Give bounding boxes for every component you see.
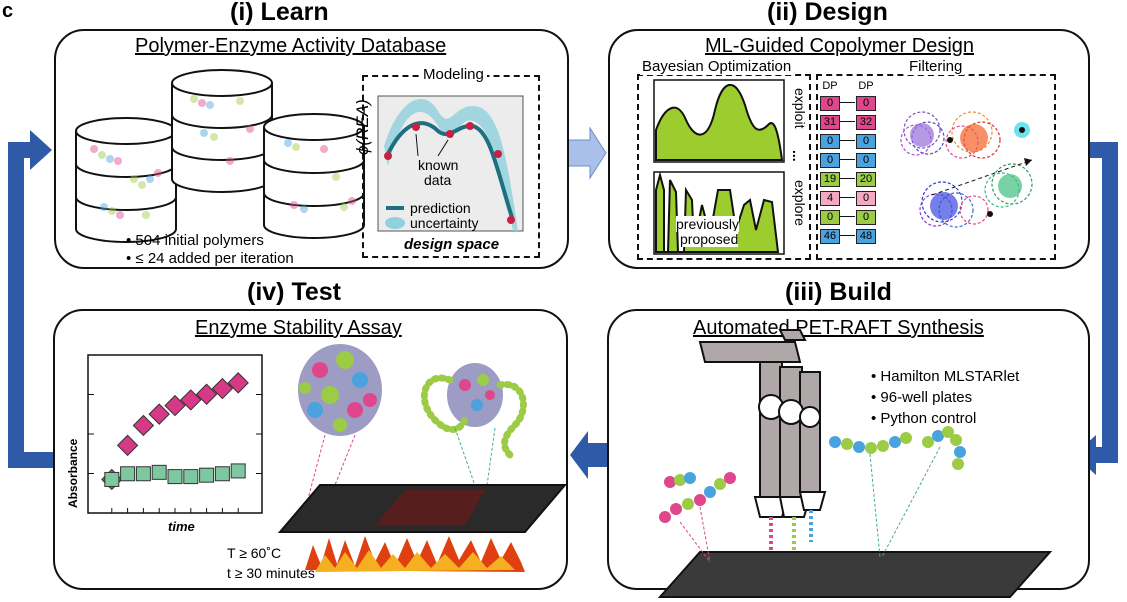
dp-arrow — [840, 140, 855, 141]
data-point-square — [199, 467, 215, 483]
data-point-square — [135, 466, 151, 482]
stabilized-enzyme — [420, 363, 527, 459]
modeling-title: Modeling — [420, 66, 487, 83]
dp-cell-right: 0 — [856, 134, 876, 149]
test-subtitle: Enzyme Stability Assay — [195, 317, 402, 339]
dp-cell-right: 0 — [856, 96, 876, 111]
chart-xlabel: time — [168, 519, 195, 534]
data-point-square — [151, 464, 167, 480]
learn-bullet-1: • 504 initial polymers — [126, 232, 264, 249]
robot-illustration — [657, 329, 1053, 598]
data-point-square — [167, 469, 183, 485]
learn-bullet-2: • ≤ 24 added per iteration — [126, 250, 294, 267]
data-point-square — [183, 469, 199, 485]
dp-cell-left: 31 — [820, 115, 840, 130]
dp-cell-right: 20 — [856, 172, 876, 187]
bayes-box — [637, 74, 811, 260]
dp-cell-left: 4 — [820, 191, 840, 206]
modeling-annotation-data: data — [424, 172, 452, 188]
dp-cell-left: 46 — [820, 229, 840, 244]
exploit-label: exploit — [792, 88, 808, 129]
dp-cell-right: 0 — [856, 210, 876, 225]
data-point-square — [120, 466, 136, 482]
database-icon — [75, 69, 365, 243]
aggregated-enzyme — [298, 344, 382, 436]
polymer-beads — [90, 95, 356, 219]
assay-chart — [87, 354, 263, 514]
known-data-point — [494, 150, 502, 158]
dp-cell-left: 0 — [820, 134, 840, 149]
build-well-plate — [657, 551, 1053, 598]
learn-subtitle: Polymer-Enzyme Activity Database — [135, 35, 447, 57]
dp-arrow — [840, 159, 855, 160]
dp-arrow — [840, 178, 855, 179]
dp-arrow — [840, 197, 855, 198]
previously-label: previously — [676, 216, 740, 232]
ellipsis-label: ... — [790, 150, 806, 162]
data-point-diamond — [195, 383, 218, 405]
filtering-clusters — [900, 111, 1033, 228]
build-phase-title: (iii) Build — [785, 278, 892, 306]
dp-arrow — [840, 235, 855, 236]
explore-label: explore — [792, 180, 808, 226]
data-point-diamond — [180, 389, 202, 411]
dp-arrow — [840, 216, 855, 217]
modeling-ylabel: ϕ(REA) — [353, 99, 372, 155]
dp-cell-right: 0 — [856, 153, 876, 168]
learn-phase-title: (i) Learn — [230, 0, 329, 26]
known-data-point — [384, 152, 392, 160]
polymer-chain-right — [829, 426, 966, 470]
proposed-label: proposed — [680, 231, 739, 247]
data-point-square — [214, 466, 230, 482]
data-point-diamond — [211, 377, 234, 400]
data-point-diamond — [116, 434, 139, 457]
design-phase-title: (ii) Design — [767, 0, 888, 26]
dp-header-right: DP — [856, 80, 876, 95]
dp-cell-right: 0 — [856, 191, 876, 206]
dp-cell-right: 48 — [856, 229, 876, 244]
modeling-annotation-known: known — [418, 157, 459, 173]
data-point-diamond — [227, 372, 249, 394]
modeling-xlabel: design space — [404, 236, 500, 253]
data-point-diamond — [148, 403, 170, 425]
design-subtitle: ML-Guided Copolymer Design — [705, 35, 975, 57]
figure-label: c — [2, 0, 14, 22]
build-bullet-2: • 96-well plates — [871, 389, 973, 406]
dp-cell-left: 0 — [820, 153, 840, 168]
filtering-box — [816, 74, 1056, 260]
known-data-point — [446, 130, 454, 138]
data-point-square — [104, 471, 120, 487]
database-icons — [75, 69, 365, 243]
polymer-chain-left — [659, 472, 736, 523]
dp-arrow — [840, 102, 855, 103]
dp-cell-right: 32 — [856, 115, 876, 130]
enzyme-illustrations — [277, 344, 568, 572]
dp-arrow — [840, 121, 855, 122]
dp-cell-left: 19 — [820, 172, 840, 187]
known-data-point — [466, 122, 474, 130]
legend-prediction: prediction — [410, 200, 471, 216]
build-subtitle: Automated PET-RAFT Synthesis — [693, 317, 984, 339]
dp-cell-left: 0 — [820, 96, 840, 111]
data-point-diamond — [164, 394, 186, 417]
data-point-diamond — [132, 414, 155, 437]
dp-header-left: DP — [820, 80, 840, 95]
dp-cell-left: 0 — [820, 210, 840, 225]
bayes-title: Bayesian Optimization — [640, 58, 794, 75]
chart-ylabel: Absorbance — [66, 438, 80, 508]
filtering-title: Filtering — [907, 58, 965, 75]
modeling-plot — [377, 95, 524, 232]
condition-time: t ≥ 30 minutes — [227, 565, 315, 581]
build-bullet-3: • Python control — [871, 410, 977, 427]
data-point-square — [230, 463, 246, 479]
legend-uncertainty: uncertainty — [410, 215, 479, 231]
dp-table: DP DP 0 0 31 32 0 0 0 0 19 20 4 0 0 0 46 48 — [820, 80, 910, 250]
build-bullet-1: • Hamilton MLSTARlet — [871, 368, 1020, 385]
known-data-point — [507, 216, 515, 224]
test-phase-title: (iv) Test — [247, 278, 341, 306]
known-data-point — [412, 123, 420, 131]
condition-temperature: T ≥ 60˚C — [227, 545, 282, 561]
